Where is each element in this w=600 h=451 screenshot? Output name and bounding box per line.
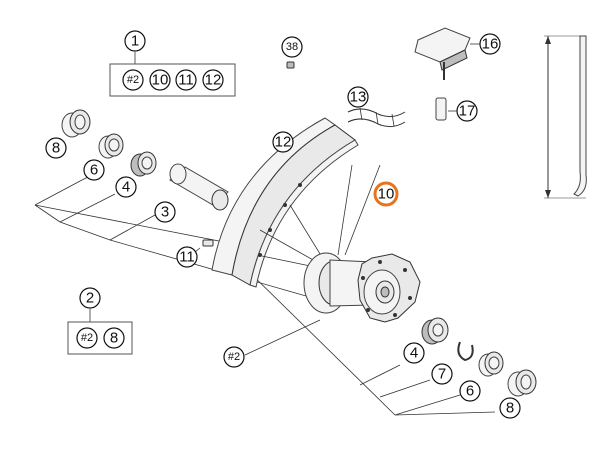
spoke-dimension [544, 35, 587, 199]
callout-4-top-label: 4 [122, 179, 130, 196]
box1-item-2[interactable] [149, 69, 171, 91]
callout-10-label: 10 [378, 186, 395, 203]
callout-hub-2-label: #2 [228, 351, 240, 363]
left-seal-8 [61, 109, 91, 138]
callout-11-label: 11 [179, 249, 195, 266]
spacer-tube-3 [169, 163, 229, 211]
callout-13[interactable]: 13 [347, 86, 369, 108]
tube-valve-16 [414, 27, 471, 80]
callout-1-label: 1 [131, 33, 139, 50]
callout-8-bottom-label: 8 [506, 400, 514, 417]
callout-38[interactable]: 38 [281, 36, 303, 58]
kit-box-1: 1 #2 10 11 12 [109, 30, 236, 97]
nipple-11 [202, 239, 214, 247]
callout-38-label: 38 [286, 41, 298, 53]
box1-item-3[interactable] [175, 69, 197, 91]
callout-17-label: 17 [459, 103, 476, 120]
callout-4-bottom-label: 4 [410, 345, 418, 362]
callout-4-bottom[interactable]: 4 [403, 342, 425, 364]
box2-item-1[interactable] [76, 327, 98, 349]
callout-7-label: 7 [438, 366, 446, 383]
callout-hub-2[interactable]: #2 [223, 346, 245, 368]
callout-6-top-label: 6 [90, 162, 98, 179]
callout-17[interactable]: 17 [448, 100, 478, 122]
callout-3[interactable]: 3 [154, 201, 176, 223]
callout-6-bottom[interactable]: 6 [459, 380, 481, 402]
left-bearing-6 [98, 133, 124, 159]
callout-8-top[interactable]: 8 [45, 137, 67, 159]
right-bearing-6 [478, 351, 504, 377]
callout-6-bottom-label: 6 [466, 383, 474, 400]
callout-8-bottom[interactable]: 8 [499, 397, 521, 419]
left-bearing-4 [130, 151, 157, 177]
callout-12[interactable]: 12 [272, 131, 294, 153]
callout-2[interactable] [79, 287, 101, 309]
callout-1[interactable] [124, 30, 146, 52]
box1-item-1[interactable] [122, 69, 144, 91]
box1-item-4-label: 12 [205, 72, 222, 89]
callout-3-label: 3 [161, 204, 169, 221]
box2-item-2-label: 8 [110, 330, 118, 347]
callout-16-label: 16 [482, 36, 499, 53]
kit-box-2: 2 #2 8 [67, 287, 133, 355]
callout-11[interactable]: 11 [176, 246, 198, 268]
box1-item-3-label: 11 [178, 72, 194, 89]
valve-cap-38 [286, 61, 295, 69]
rim-tape-13 [347, 107, 406, 128]
box2-item-1-label: #2 [81, 332, 93, 344]
box2-item-2[interactable] [103, 327, 125, 349]
callout-7[interactable]: 7 [431, 363, 453, 385]
right-bearing-4 [421, 317, 449, 345]
callout-16[interactable]: 16 [470, 33, 501, 55]
box1-item-4[interactable] [202, 69, 224, 91]
callout-4-top[interactable]: 4 [115, 176, 137, 198]
right-seal-8 [507, 369, 537, 397]
right-leader-lines [234, 257, 496, 416]
box1-item-2-label: 10 [152, 72, 169, 89]
callout-8-top-label: 8 [52, 140, 60, 157]
callout-10[interactable]: 10 [373, 181, 399, 207]
callout-2-label: 2 [86, 290, 94, 307]
valve-insert-17 [435, 97, 447, 121]
circlip-7 [457, 341, 474, 362]
rim-12 [211, 117, 359, 288]
callout-12-label: 12 [275, 134, 292, 151]
box1-item-1-label: #2 [127, 74, 139, 86]
hub [303, 252, 421, 323]
callout-13-label: 13 [350, 89, 367, 106]
callout-6-top[interactable]: 6 [83, 159, 105, 181]
